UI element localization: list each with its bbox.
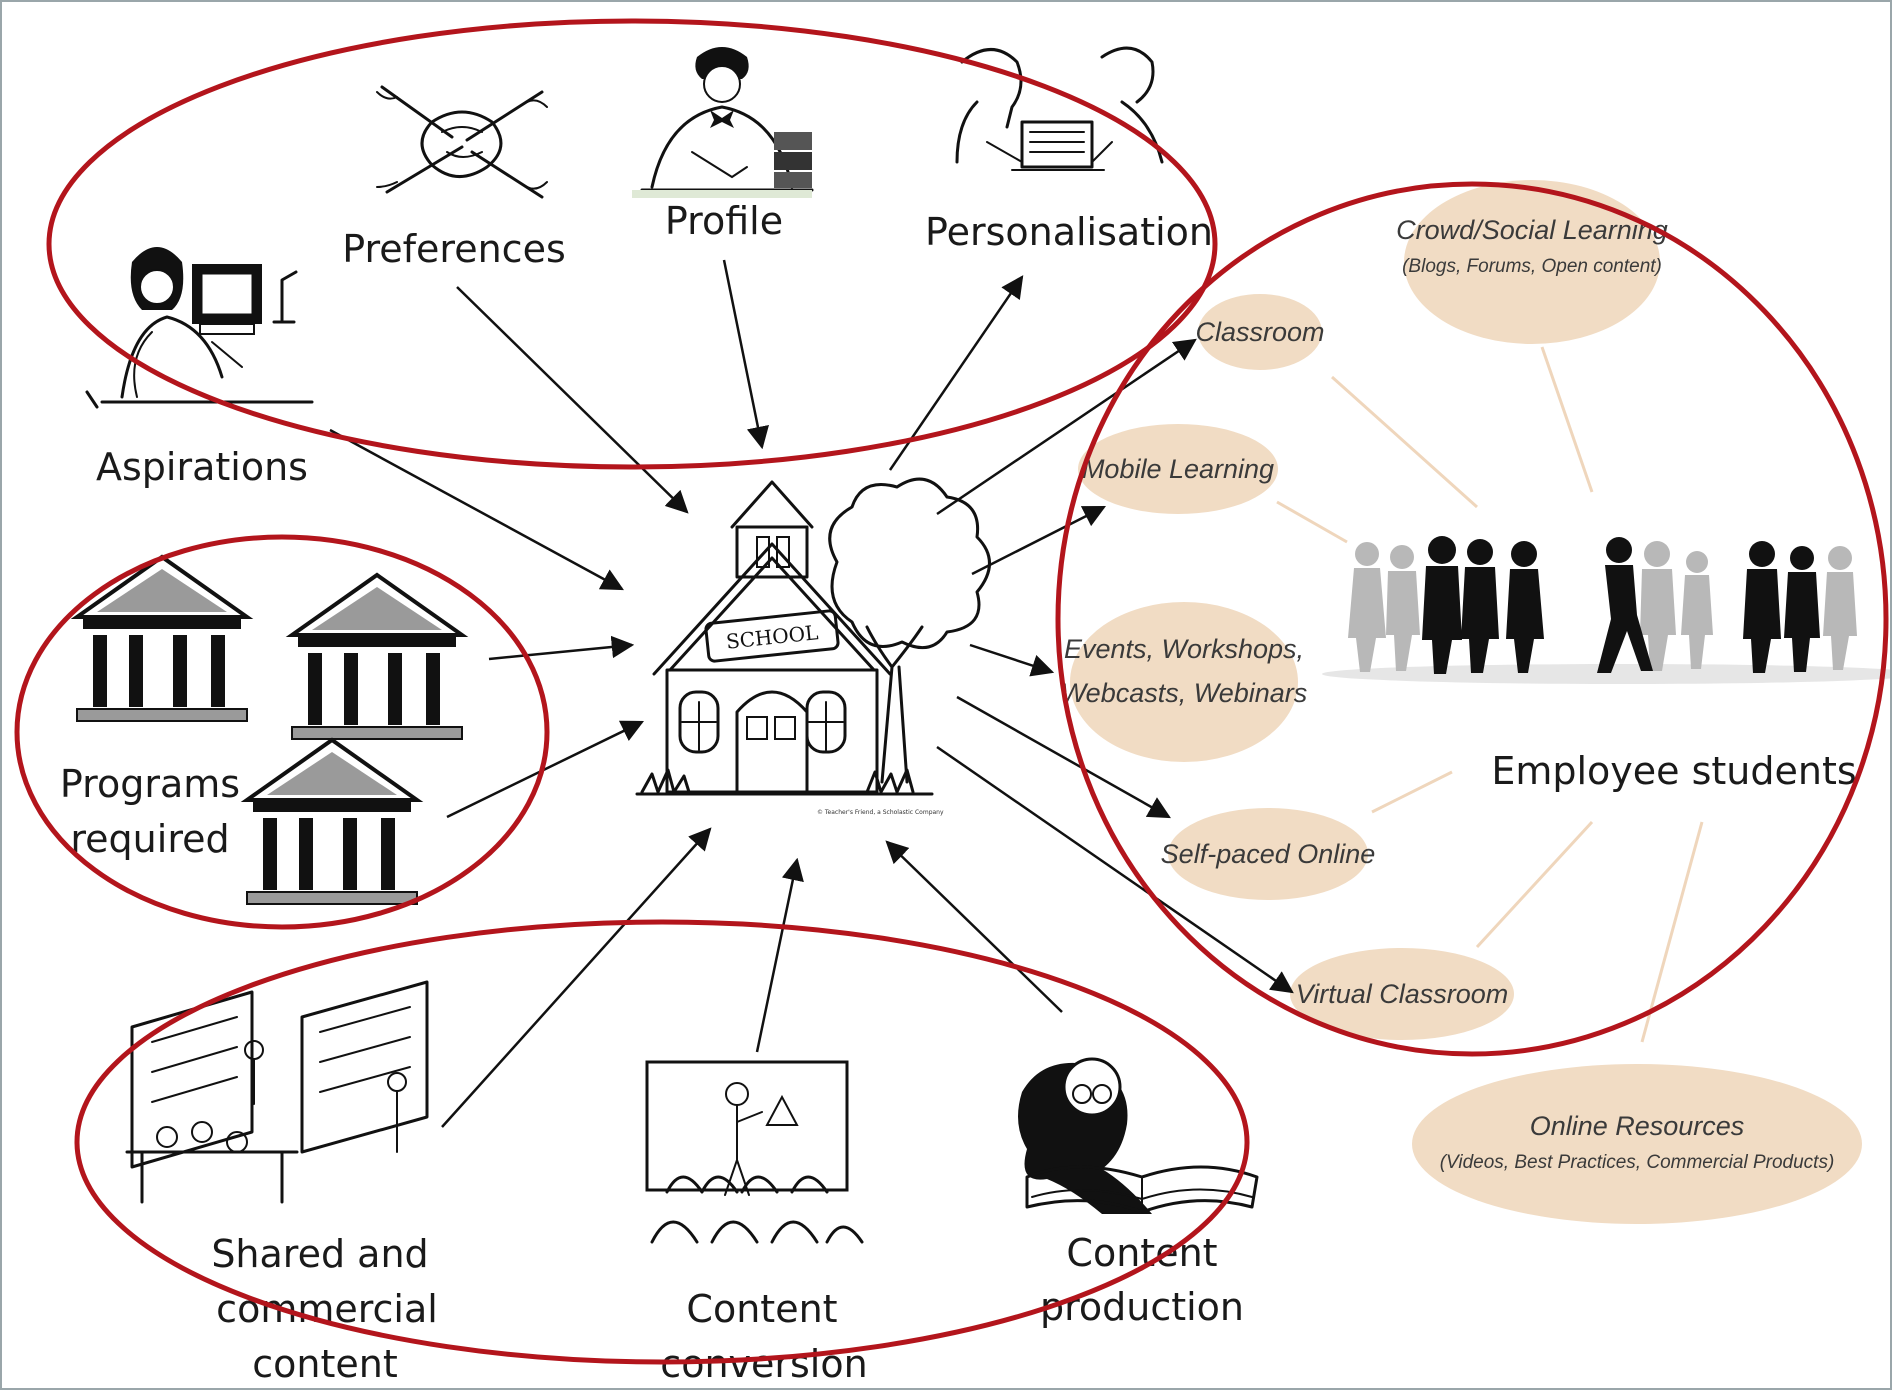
events-label-line2: Webcasts, Webinars: [1061, 678, 1308, 708]
profile-label: Profile: [665, 199, 783, 243]
production-label-line2: production: [1040, 1285, 1244, 1329]
man-reading-book-icon: [1018, 1057, 1259, 1214]
ring-content: [74, 919, 1250, 1365]
ring-learner-inputs: [46, 18, 1218, 470]
online-resources-subtitle: (Videos, Best Practices, Commercial Prod…: [1440, 1152, 1835, 1173]
self-paced-label: Self-paced Online: [1161, 839, 1376, 869]
shared-label-line3: content: [252, 1342, 398, 1386]
arrow-mobile: [971, 505, 1107, 576]
arrow-aspirations: [329, 428, 624, 591]
grouping-rings: [14, 18, 1889, 1365]
school-caption: © Teacher's Friend, a Scholastic Company: [817, 809, 944, 816]
arrow-profile: [722, 259, 769, 450]
pill-mobile-learning: Mobile Learning: [1078, 424, 1278, 514]
pill-events: Events, Workshops, Webcasts, Webinars: [1061, 602, 1308, 762]
library-icon: [125, 980, 429, 1204]
connector-virtual: [1475, 820, 1594, 949]
arrow-classroom: [936, 338, 1197, 516]
ring-programs: [14, 534, 550, 930]
pill-classroom: Classroom: [1195, 294, 1325, 370]
virtual-classroom-label: Virtual Classroom: [1296, 979, 1509, 1009]
classroom-label: Classroom: [1195, 317, 1324, 347]
preferences-label: Preferences: [342, 227, 566, 271]
arrow-shared-content: [441, 827, 712, 1128]
programs-label-line2: required: [70, 817, 229, 861]
connector-mobile: [1276, 500, 1348, 544]
mobile-learning-label: Mobile Learning: [1082, 454, 1274, 484]
personalisation-label: Personalisation: [925, 210, 1213, 254]
connector-selfpaced: [1371, 770, 1453, 814]
arrow-events: [969, 643, 1055, 677]
connector-classroom: [1330, 375, 1479, 509]
aspirations-label: Aspirations: [96, 445, 308, 489]
arrow-virtual-classroom: [936, 745, 1294, 994]
conversion-label-line1: Content: [686, 1287, 837, 1331]
man-writing-icon: [632, 47, 814, 198]
employee-students-label: Employee students: [1491, 749, 1856, 793]
joined-hands-icon: [376, 85, 548, 199]
employee-connectors: [1276, 346, 1704, 1043]
arrow-content-production: [885, 840, 1063, 1013]
arrow-preferences: [456, 286, 689, 514]
programs-label-line1: Programs: [60, 762, 240, 806]
walking-crowd-icon: [1322, 536, 1890, 684]
pill-self-paced-online: Self-paced Online: [1161, 808, 1376, 900]
events-label-line1: Events, Workshops,: [1064, 634, 1304, 664]
connector-resources: [1640, 821, 1704, 1043]
connector-crowd: [1540, 346, 1594, 493]
arrow-content-conversion: [755, 857, 804, 1053]
arrow-programs-upper: [488, 635, 635, 661]
shared-label-line1: Shared and: [211, 1232, 428, 1276]
school-sign: SCHOOL: [725, 620, 820, 654]
pill-online-resources: Online Resources (Videos, Best Practices…: [1412, 1064, 1862, 1224]
ring-delivery: [1055, 181, 1889, 1057]
flow-arrows: [329, 259, 1294, 1128]
pill-crowd-learning: Crowd/Social Learning (Blogs, Forums, Op…: [1396, 180, 1668, 344]
schoolhouse-icon: SCHOOL © Teacher's Friend, a Scholastic …: [635, 477, 991, 816]
crowd-learning-title: Crowd/Social Learning: [1396, 215, 1668, 245]
arrow-self-paced: [956, 695, 1171, 819]
classroom-teacher-icon: [645, 1060, 864, 1244]
crowd-learning-subtitle: (Blogs, Forums, Open content): [1402, 256, 1662, 277]
woman-at-computer-icon: [85, 247, 314, 409]
pill-virtual-classroom: Virtual Classroom: [1290, 948, 1514, 1040]
online-resources-title: Online Resources: [1530, 1111, 1745, 1141]
people-at-laptop-icon: [955, 46, 1164, 171]
